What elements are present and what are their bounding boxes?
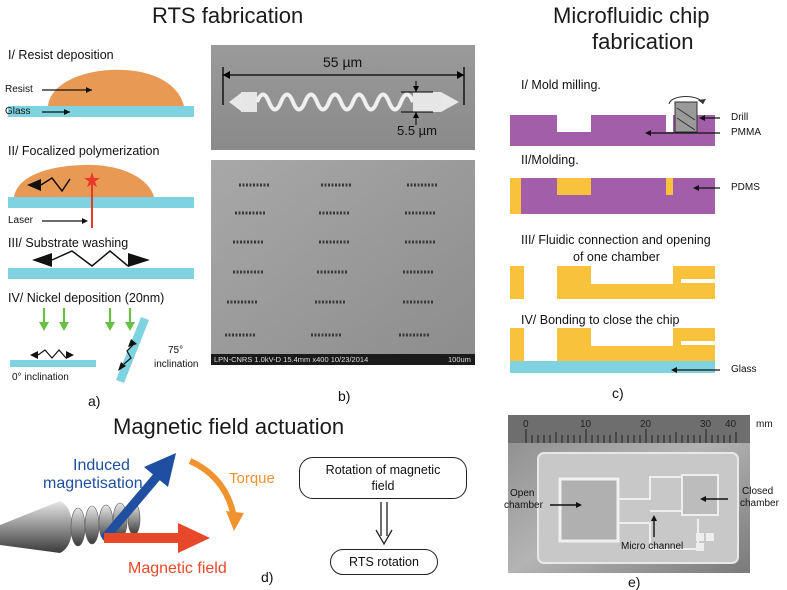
closed-chamber xyxy=(681,474,719,516)
torque-label: Torque xyxy=(229,470,275,487)
ruler-tick-30: 30 xyxy=(700,419,712,430)
torque-arc xyxy=(188,458,237,518)
drill-bit xyxy=(674,101,698,133)
pmma-label: PMMA xyxy=(731,127,761,138)
zero-deg-inclination-label: 0° inclination xyxy=(12,372,69,383)
rts-step-nickel-deposition: IV/ Nickel deposition (20nm) xyxy=(8,291,165,305)
panel-letter-a: a) xyxy=(88,393,101,409)
sem-diameter-label: 5.5 µm xyxy=(397,123,438,138)
pdms-part-left xyxy=(510,266,524,299)
ruler-tick-0: 0 xyxy=(523,419,529,430)
chip-fabrication-title-line1: Microfluidic chip xyxy=(553,3,710,28)
pmma-block xyxy=(510,115,715,146)
pdms-part-main xyxy=(557,266,715,299)
rts-step-substrate-washing: III/ Substrate washing xyxy=(8,236,129,250)
resist-drop-1 xyxy=(48,69,184,106)
glass-slide-0deg xyxy=(10,360,96,367)
rts-rotation-box: RTS rotation xyxy=(330,549,438,575)
laser-focus-star-icon xyxy=(84,172,100,187)
drill-label: Drill xyxy=(731,112,749,123)
sem-rts-array-image xyxy=(211,160,475,365)
rts-fabrication-title: RTS fabrication xyxy=(152,3,304,28)
double-arrow-down-icon xyxy=(375,502,393,546)
glass-bottom xyxy=(510,361,715,373)
pdms-opening-right xyxy=(681,283,715,299)
resist-drop-2 xyxy=(14,164,154,197)
chip-step-molding: II/Molding. xyxy=(521,153,579,167)
rotation-of-field-box: Rotation of magnetic field xyxy=(299,457,467,499)
chip-step-mold-milling: I/ Mold milling. xyxy=(521,78,601,92)
rts-array xyxy=(225,183,437,337)
chip-photo xyxy=(508,415,750,573)
rts-helix-tip xyxy=(0,501,72,553)
inclination-label: inclination xyxy=(154,359,199,370)
panel-letter-e: e) xyxy=(628,574,641,590)
rts-step-resist-deposition: I/ Resist deposition xyxy=(8,48,114,62)
seventy-five-deg-label: 75° xyxy=(168,345,184,356)
chip-fabrication-diagram xyxy=(510,96,720,373)
panel-letter-c: c) xyxy=(612,385,624,401)
magnetic-actuation-title: Magnetic field actuation xyxy=(113,414,345,439)
induced-magnetisation-arrow xyxy=(100,470,164,542)
chip-step-fluidic-connection-line1: III/ Fluidic connection and opening xyxy=(521,233,711,247)
chip-step-fluidic-connection-line2: of one chamber xyxy=(573,250,660,264)
panel-letter-b: b) xyxy=(338,388,351,404)
closed-chamber-label-line1: Closed xyxy=(742,486,774,497)
micro-channel-label: Micro channel xyxy=(621,541,684,552)
chip-glass-label: Glass xyxy=(731,364,757,375)
ruler-unit-label: mm xyxy=(756,419,773,430)
glass-label: Glass xyxy=(5,106,31,117)
panel-letter-d: d) xyxy=(261,569,274,585)
pdms-bonded-left xyxy=(510,328,524,361)
ruler-tick-10: 10 xyxy=(580,419,592,430)
rotation-box-line2: field xyxy=(371,479,395,493)
chip-fabrication-title-line2: fabrication xyxy=(592,29,694,54)
induced-label-line2: magnetisation xyxy=(43,475,143,492)
glass-slide-1 xyxy=(8,106,194,117)
ruler-tick-40: 40 xyxy=(725,419,737,430)
rts-fabrication-diagram xyxy=(8,69,194,383)
glass-slide-75deg xyxy=(116,317,149,383)
rotation-box-line1: Rotation of magnetic xyxy=(325,463,441,477)
chip-step-bonding: IV/ Bonding to close the chip xyxy=(521,313,680,327)
sem-images xyxy=(211,45,475,365)
washed-rts xyxy=(32,253,52,267)
laser-label: Laser xyxy=(8,215,34,226)
closed-chamber-label-line2: chamber xyxy=(740,498,779,509)
ruler xyxy=(508,415,750,443)
glass-slide-2 xyxy=(8,197,194,208)
pdms-label: PDMS xyxy=(731,182,760,193)
open-chamber xyxy=(558,477,620,543)
ruler-tick-20: 20 xyxy=(640,419,652,430)
open-chamber-label-line1: Open xyxy=(510,488,535,499)
sem-info-footer: LPN-CNRS 1.0kV-D 15.4mm x400 10/23/2014 xyxy=(214,355,369,364)
open-chamber-label-line2: chamber xyxy=(504,500,543,511)
pmma-mold xyxy=(521,178,715,214)
induced-label-line1: Induced xyxy=(73,457,130,474)
sem-scale-label: 100um xyxy=(448,355,471,364)
glass-slide-3 xyxy=(8,268,194,279)
magnetic-field-label: Magnetic field xyxy=(128,560,227,577)
magnetic-actuation-diagram xyxy=(0,453,244,553)
pdms-bonded-main xyxy=(557,328,715,361)
resist-label: Resist xyxy=(5,84,33,95)
sem-length-label: 55 µm xyxy=(323,54,363,70)
rts-step-focalized-polymerization: II/ Focalized polymerization xyxy=(8,144,160,158)
